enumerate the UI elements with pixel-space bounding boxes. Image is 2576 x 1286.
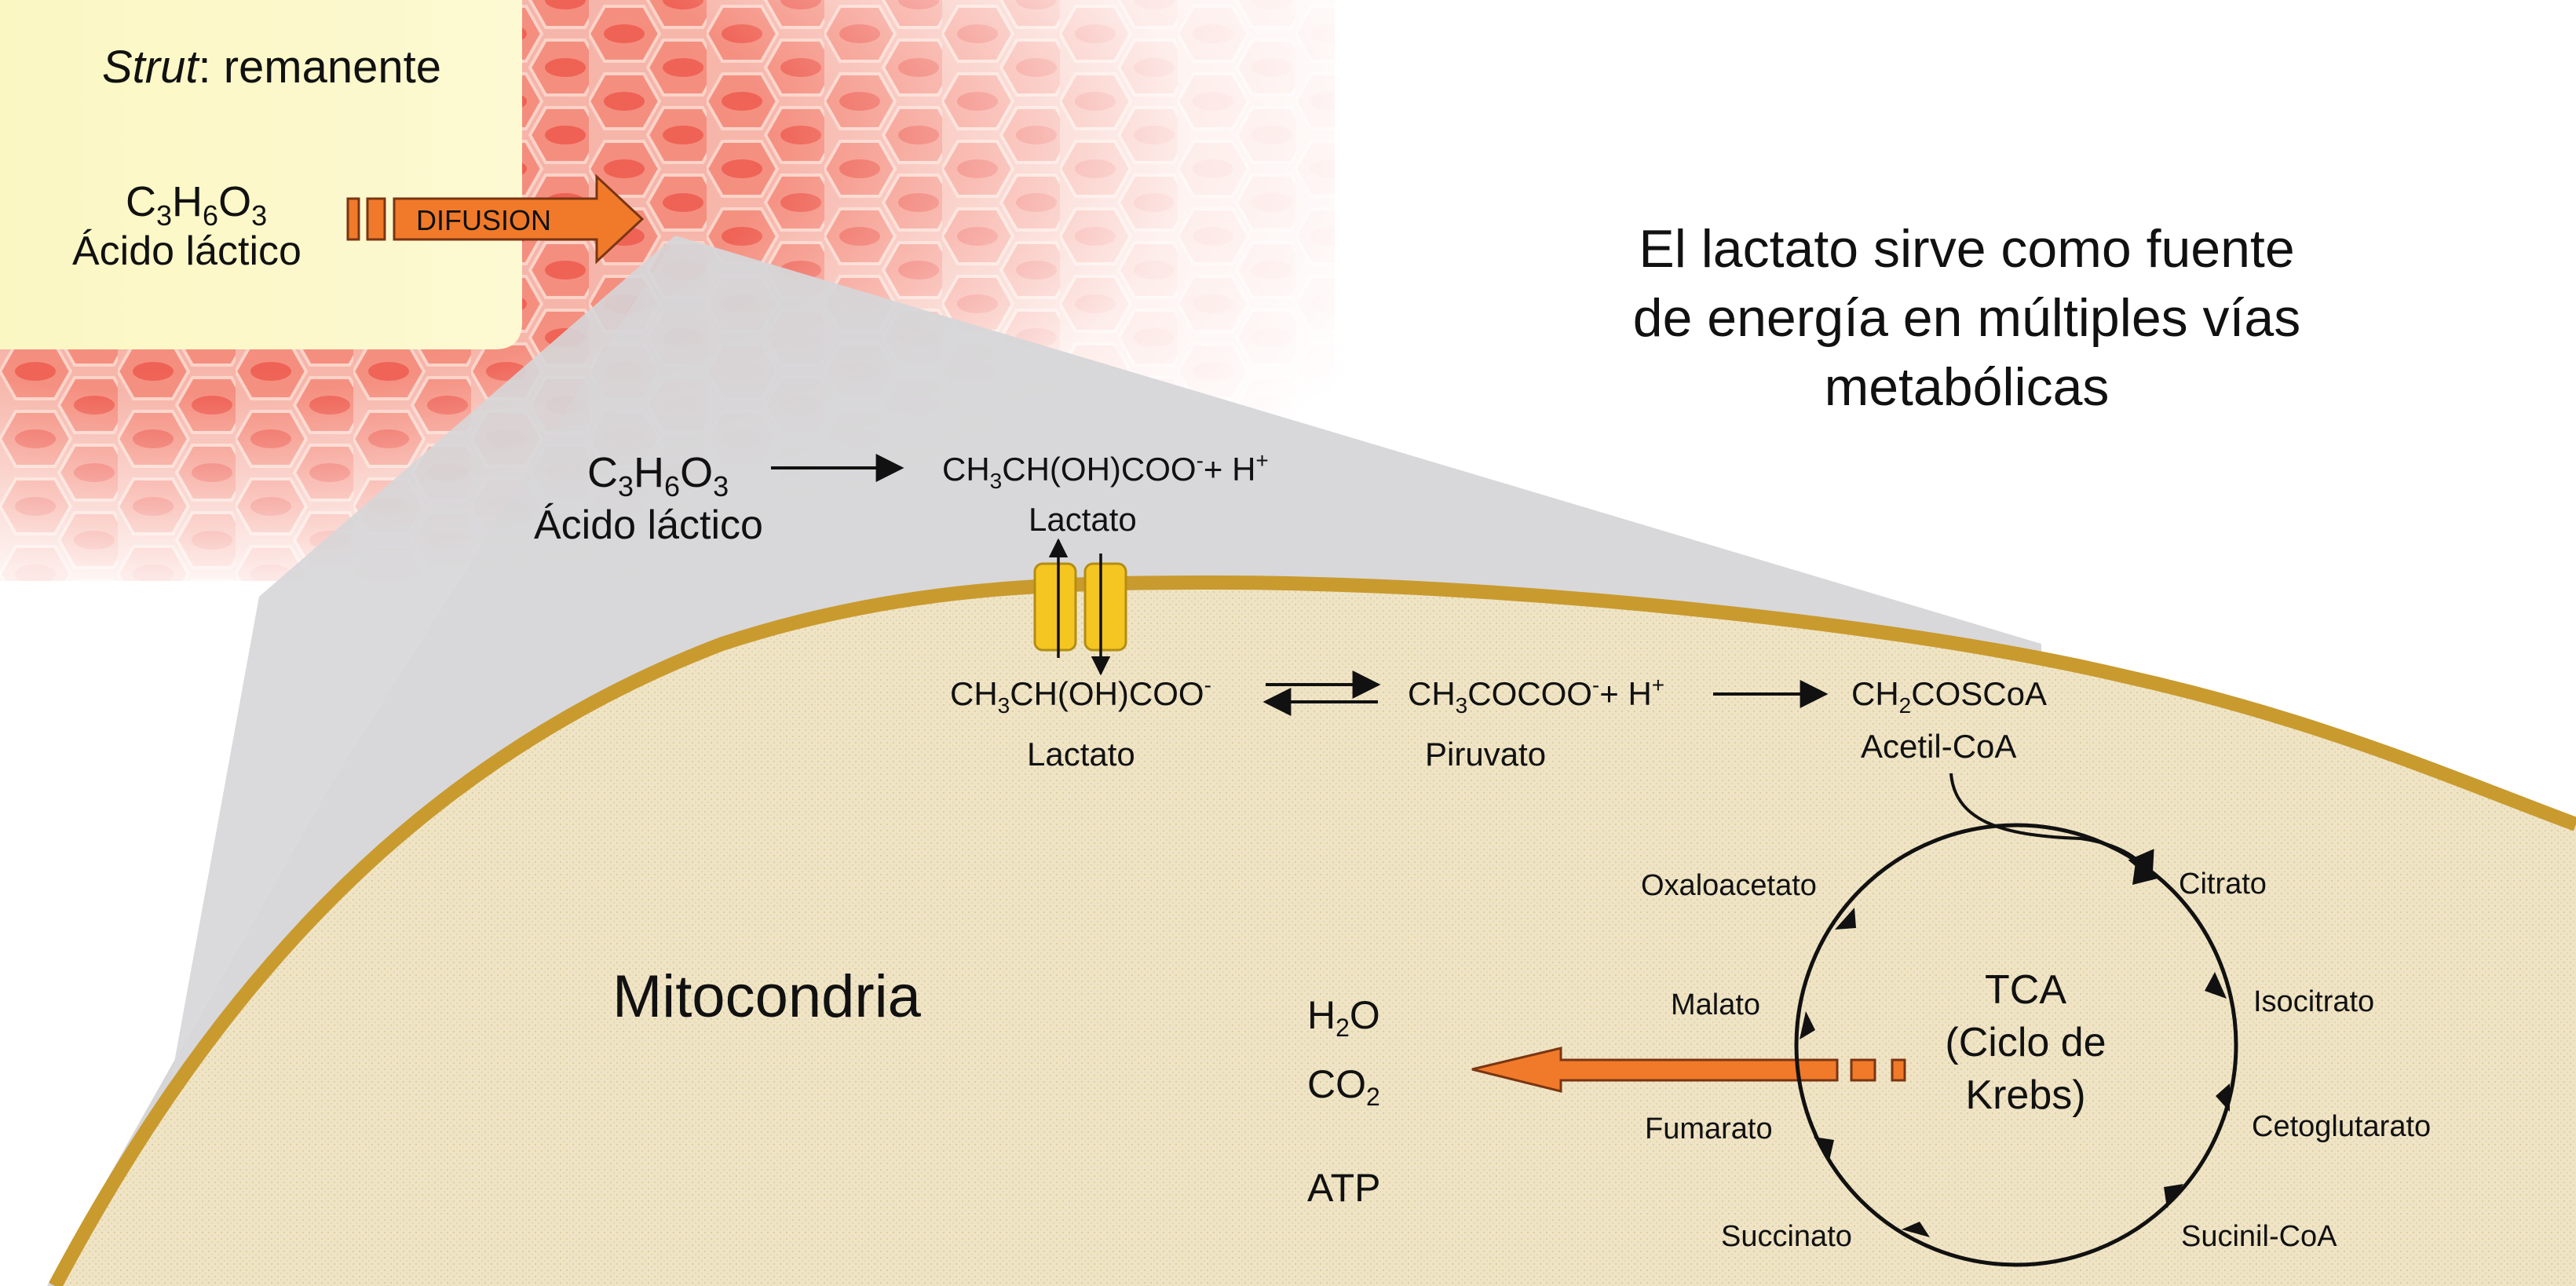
mitochondria-label: Mitocondria <box>612 963 922 1030</box>
headline: El lactato sirve como fuente de energía … <box>1633 219 2301 417</box>
headline-line-2: de energía en múltiples vías <box>1633 288 2301 348</box>
acetyl-formula: CH2COSCoA <box>1851 675 2047 718</box>
tca-fumarato: Fumarato <box>1645 1112 1773 1145</box>
tca-succinato: Succinato <box>1721 1220 1852 1253</box>
products: H2O CO2 ATP <box>1307 993 1381 1210</box>
tca-cetoglutarato: Cetoglutarato <box>2252 1110 2431 1143</box>
outside-product-name: Lactato <box>1029 501 1137 538</box>
co2-product: CO2 <box>1307 1062 1380 1111</box>
mitochondria-membrane <box>49 575 2576 1286</box>
outside-reaction: C3H6O3 Ácido láctico CH3CH(OH)COO-+ H+ L… <box>534 448 1269 548</box>
atp-product: ATP <box>1307 1166 1381 1210</box>
outside-compound-name: Ácido láctico <box>534 502 763 548</box>
tca-isocitrato: Isocitrato <box>2253 985 2374 1018</box>
inside-reactions: CH3CH(OH)COO- Lactato CH3COCOO-+ H+ Piru… <box>950 670 2154 881</box>
tca-sucinil-coa: Sucinil-CoA <box>2181 1220 2337 1253</box>
strut-compound-name: Ácido láctico <box>72 228 301 274</box>
lactate-transporter <box>1033 538 1127 676</box>
headline-line-3: metabólicas <box>1825 357 2110 417</box>
strut-title: Strut: remanente <box>102 42 441 93</box>
headline-line-1: El lactato sirve como fuente <box>1639 219 2294 279</box>
outside-product-formula: CH3CH(OH)COO-+ H+ <box>942 448 1269 493</box>
tca-malato: Malato <box>1671 988 1760 1021</box>
diffusion-arrow: DIFUSION <box>346 174 645 265</box>
inner-lactate-name: Lactato <box>1027 736 1135 773</box>
tca-center-line-1: TCA <box>1985 967 2066 1013</box>
tca-oxaloacetato: Oxaloacetato <box>1641 869 1817 902</box>
tca-citrato: Citrato <box>2179 868 2267 901</box>
water-product: H2O <box>1307 993 1380 1042</box>
strut-formula: C3H6O3 <box>126 178 267 232</box>
strut-box: Strut: remanente C3H6O3 Ácido láctico <box>0 0 522 349</box>
tca-cycle: TCA (Ciclo de Krebs) Citrato Isocitrato … <box>1641 823 2431 1267</box>
pyruvate-formula: CH3COCOO-+ H+ <box>1408 673 1664 718</box>
acetyl-name: Acetil-CoA <box>1861 728 2016 765</box>
pyruvate-name: Piruvato <box>1425 736 1546 773</box>
mitochondria-matrix <box>55 583 2576 1286</box>
tca-center-line-2: (Ciclo de <box>1945 1020 2106 1065</box>
diffusion-label: DIFUSION <box>416 204 551 236</box>
tca-output-arrow <box>1471 1047 1906 1093</box>
inner-lactate-formula: CH3CH(OH)COO- <box>950 673 1211 718</box>
tca-cycle-ring <box>1794 823 2238 1267</box>
outside-formula: C3H6O3 <box>587 449 729 502</box>
tca-center-line-3: Krebs) <box>1965 1072 2085 1118</box>
tca-cycle-arrowheads <box>1800 862 2230 1237</box>
